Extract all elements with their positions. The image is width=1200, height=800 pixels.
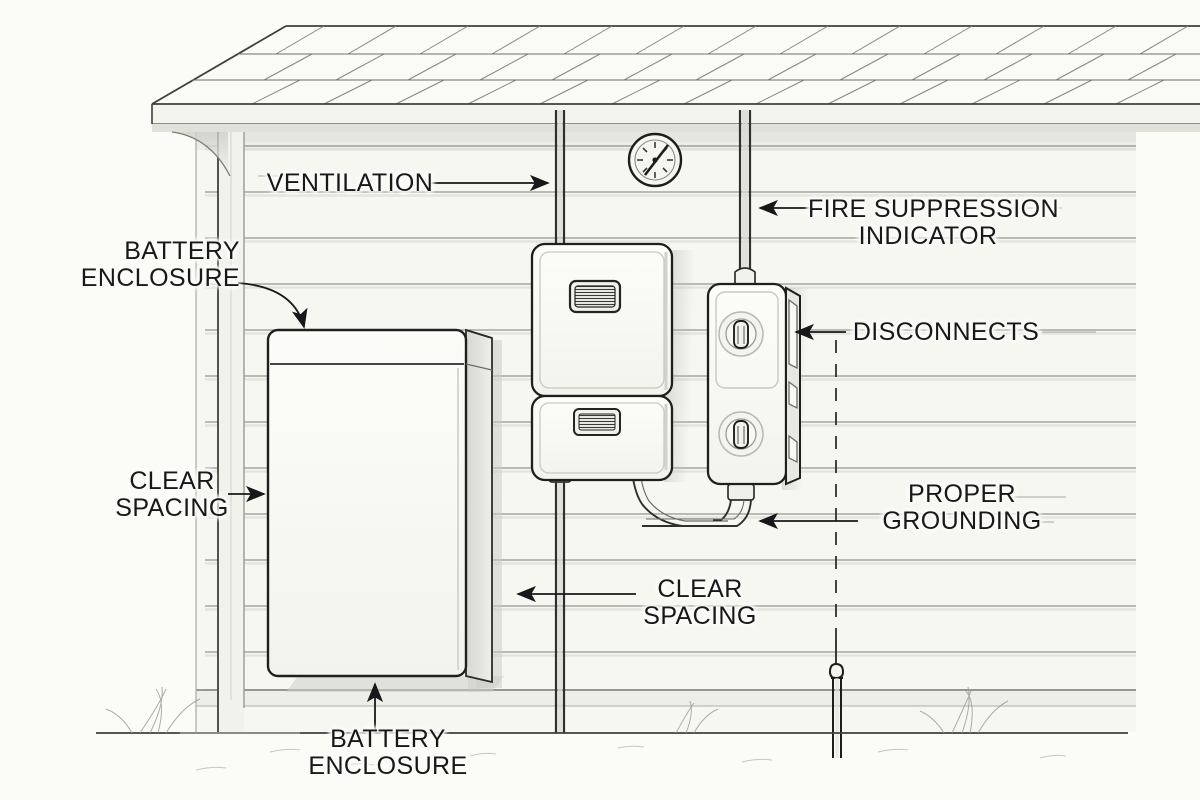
shingled-roof-overhang — [151, 25, 1200, 177]
battery-enclosure-cabinet — [266, 328, 504, 692]
label-tick-marks — [180, 175, 1096, 734]
annotation-leaders — [228, 174, 858, 733]
wall-mounted-inverter — [530, 242, 674, 482]
corner-trim-board — [217, 116, 245, 732]
grounding-rod-with-clamp — [828, 340, 845, 758]
fire-suppression-indicator-gauge — [627, 132, 683, 188]
disconnect-switch-enclosure — [706, 282, 801, 486]
